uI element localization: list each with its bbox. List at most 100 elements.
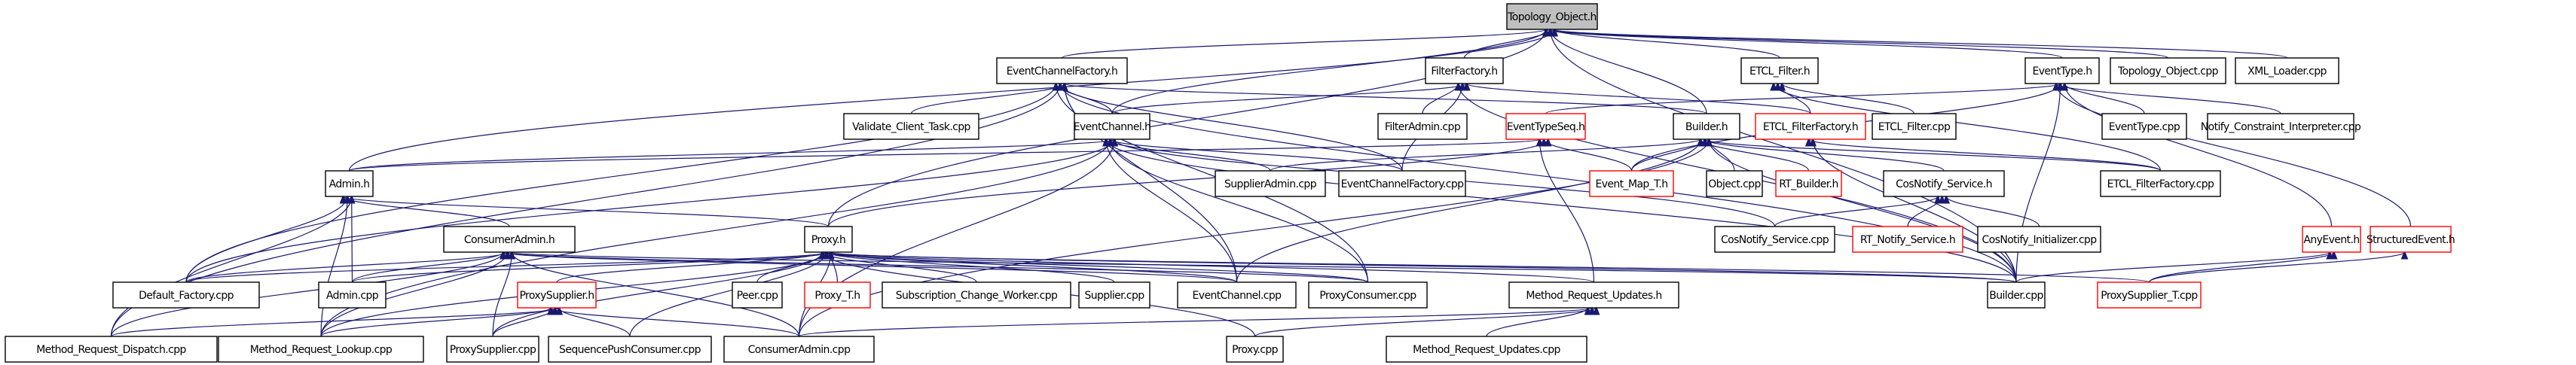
file-node-etcl-filter-cpp[interactable]: ETCL_Filter.cpp <box>1872 113 1957 140</box>
file-node-filterfactory-h[interactable]: FilterFactory.h <box>1425 57 1504 84</box>
node-box[interactable] <box>804 226 853 253</box>
node-box[interactable] <box>1852 226 1963 253</box>
node-box[interactable] <box>1308 281 1428 309</box>
node-box[interactable] <box>1740 57 1819 84</box>
file-node-admin-h[interactable]: Admin.h <box>325 170 374 197</box>
file-node-sequencepushconsumer-cpp[interactable]: SequencePushConsumer.cpp <box>548 336 712 363</box>
file-node-proxy-t-h[interactable]: Proxy_T.h <box>804 281 871 309</box>
node-box[interactable] <box>318 281 387 309</box>
node-box[interactable] <box>1872 113 1957 140</box>
file-node-method-request-lookup-cpp[interactable]: Method_Request_Lookup.cpp <box>218 336 424 363</box>
file-node-supplieradmin-cpp[interactable]: SupplierAdmin.cpp <box>1215 170 1326 197</box>
file-node-builder-h[interactable]: Builder.h <box>1673 113 1740 140</box>
node-box[interactable] <box>1425 57 1504 84</box>
node-box[interactable] <box>325 170 374 197</box>
file-node-xml-loader-cpp[interactable]: XML_Loader.cpp <box>2235 57 2339 84</box>
file-node-proxy-h[interactable]: Proxy.h <box>804 226 853 253</box>
node-box[interactable] <box>2110 57 2226 84</box>
node-box[interactable] <box>1215 170 1326 197</box>
node-box[interactable] <box>1673 113 1740 140</box>
node-box[interactable] <box>1505 113 1586 140</box>
node-box[interactable] <box>1386 336 1587 363</box>
file-node-consumeradmin-h[interactable]: ConsumerAdmin.h <box>443 226 576 253</box>
node-box[interactable] <box>218 336 424 363</box>
node-box[interactable] <box>1755 113 1866 140</box>
node-box[interactable] <box>1508 281 1679 309</box>
node-box[interactable] <box>723 336 875 363</box>
node-box[interactable] <box>2097 281 2202 309</box>
node-box[interactable] <box>804 281 871 309</box>
node-box[interactable] <box>1377 113 1468 140</box>
file-node-builder-cpp[interactable]: Builder.cpp <box>1987 281 2046 309</box>
file-node-consumeradmin-cpp[interactable]: ConsumerAdmin.cpp <box>723 336 875 363</box>
node-box[interactable] <box>443 226 576 253</box>
file-node-rt-builder-h[interactable]: RT_Builder.h <box>1775 170 1842 197</box>
node-box[interactable] <box>2207 113 2354 140</box>
file-node-eventtypeseq-h[interactable]: EventTypeSeq.h <box>1505 113 1586 140</box>
file-node-eventchannel-cpp[interactable]: EventChannel.cpp <box>1177 281 1297 309</box>
node-box[interactable] <box>2302 226 2361 253</box>
file-node-notify-constraint-interpreter-cpp[interactable]: Notify_Constraint_Interpreter.cpp <box>2201 113 2362 140</box>
file-node-proxysupplier-h[interactable]: ProxySupplier.h <box>517 281 597 309</box>
file-node-method-request-updates-cpp[interactable]: Method_Request_Updates.cpp <box>1386 336 1587 363</box>
node-box[interactable] <box>1987 281 2046 309</box>
file-node-etcl-filterfactory-cpp[interactable]: ETCL_FilterFactory.cpp <box>2100 170 2221 197</box>
file-node-object-cpp[interactable]: Object.cpp <box>1706 170 1763 197</box>
file-node-etcl-filter-h[interactable]: ETCL_Filter.h <box>1740 57 1819 84</box>
node-box[interactable] <box>1078 281 1150 309</box>
node-box[interactable] <box>1338 170 1466 197</box>
file-node-cosnotify-service-cpp[interactable]: CosNotify_Service.cpp <box>1714 226 1835 253</box>
file-node-eventchannelfactory-h[interactable]: EventChannelFactory.h <box>996 57 1128 84</box>
node-box[interactable] <box>1226 336 1284 363</box>
node-box[interactable] <box>1883 170 2005 197</box>
file-node-eventtype-h[interactable]: EventType.h <box>2024 57 2100 84</box>
file-node-topology-object-cpp[interactable]: Topology_Object.cpp <box>2110 57 2226 84</box>
file-node-topology-object-h[interactable]: Topology_Object.h <box>1506 3 1598 30</box>
file-node-method-request-dispatch-cpp[interactable]: Method_Request_Dispatch.cpp <box>5 336 218 363</box>
node-box[interactable] <box>548 336 712 363</box>
file-node-default-factory-cpp[interactable]: Default_Factory.cpp <box>112 281 260 309</box>
node-box[interactable] <box>5 336 218 363</box>
node-box[interactable] <box>1506 3 1598 30</box>
file-node-event-map-t-h[interactable]: Event_Map_T.h <box>1589 170 1674 197</box>
file-node-eventtype-cpp[interactable]: EventType.cpp <box>2101 113 2187 140</box>
node-box[interactable] <box>882 281 1071 309</box>
node-box[interactable] <box>1589 170 1674 197</box>
node-box[interactable] <box>2024 57 2100 84</box>
node-box[interactable] <box>2370 226 2452 253</box>
node-box[interactable] <box>1775 170 1842 197</box>
file-node-subscription-change-worker-cpp[interactable]: Subscription_Change_Worker.cpp <box>882 281 1071 309</box>
file-node-rt-notify-service-h[interactable]: RT_Notify_Service.h <box>1852 226 1963 253</box>
node-box[interactable] <box>996 57 1128 84</box>
node-box[interactable] <box>1714 226 1835 253</box>
file-node-anyevent-h[interactable]: AnyEvent.h <box>2302 226 2361 253</box>
file-node-filteradmin-cpp[interactable]: FilterAdmin.cpp <box>1377 113 1468 140</box>
file-node-peer-cpp[interactable]: Peer.cpp <box>732 281 783 309</box>
node-box[interactable] <box>112 281 260 309</box>
node-box[interactable] <box>1074 113 1150 140</box>
file-node-proxysupplier-cpp[interactable]: ProxySupplier.cpp <box>446 336 539 363</box>
file-node-admin-cpp[interactable]: Admin.cpp <box>318 281 387 309</box>
file-node-eventchannel-h[interactable]: EventChannel.h <box>1074 113 1151 140</box>
node-box[interactable] <box>446 336 539 363</box>
node-box[interactable] <box>517 281 597 309</box>
file-node-proxy-cpp[interactable]: Proxy.cpp <box>1226 336 1284 363</box>
node-box[interactable] <box>1177 281 1297 309</box>
file-node-cosnotify-service-h[interactable]: CosNotify_Service.h <box>1883 170 2005 197</box>
node-box[interactable] <box>1977 226 2101 253</box>
file-node-proxyconsumer-cpp[interactable]: ProxyConsumer.cpp <box>1308 281 1428 309</box>
file-node-proxysupplier-t-cpp[interactable]: ProxySupplier_T.cpp <box>2097 281 2202 309</box>
node-box[interactable] <box>843 113 979 140</box>
node-box[interactable] <box>1706 170 1763 197</box>
node-box[interactable] <box>2101 113 2187 140</box>
file-node-method-request-updates-h[interactable]: Method_Request_Updates.h <box>1508 281 1679 309</box>
file-node-cosnotify-initializer-cpp[interactable]: CosNotify_Initializer.cpp <box>1977 226 2101 253</box>
file-node-structuredevent-h[interactable]: StructuredEvent.h <box>2367 226 2455 253</box>
file-node-etcl-filterfactory-h[interactable]: ETCL_FilterFactory.h <box>1755 113 1866 140</box>
file-node-supplier-cpp[interactable]: Supplier.cpp <box>1078 281 1150 309</box>
node-box[interactable] <box>2235 57 2339 84</box>
file-node-validate-client-task-cpp[interactable]: Validate_Client_Task.cpp <box>843 113 979 140</box>
file-node-eventchannelfactory-cpp[interactable]: EventChannelFactory.cpp <box>1338 170 1466 197</box>
node-box[interactable] <box>732 281 783 309</box>
node-box[interactable] <box>2100 170 2221 197</box>
